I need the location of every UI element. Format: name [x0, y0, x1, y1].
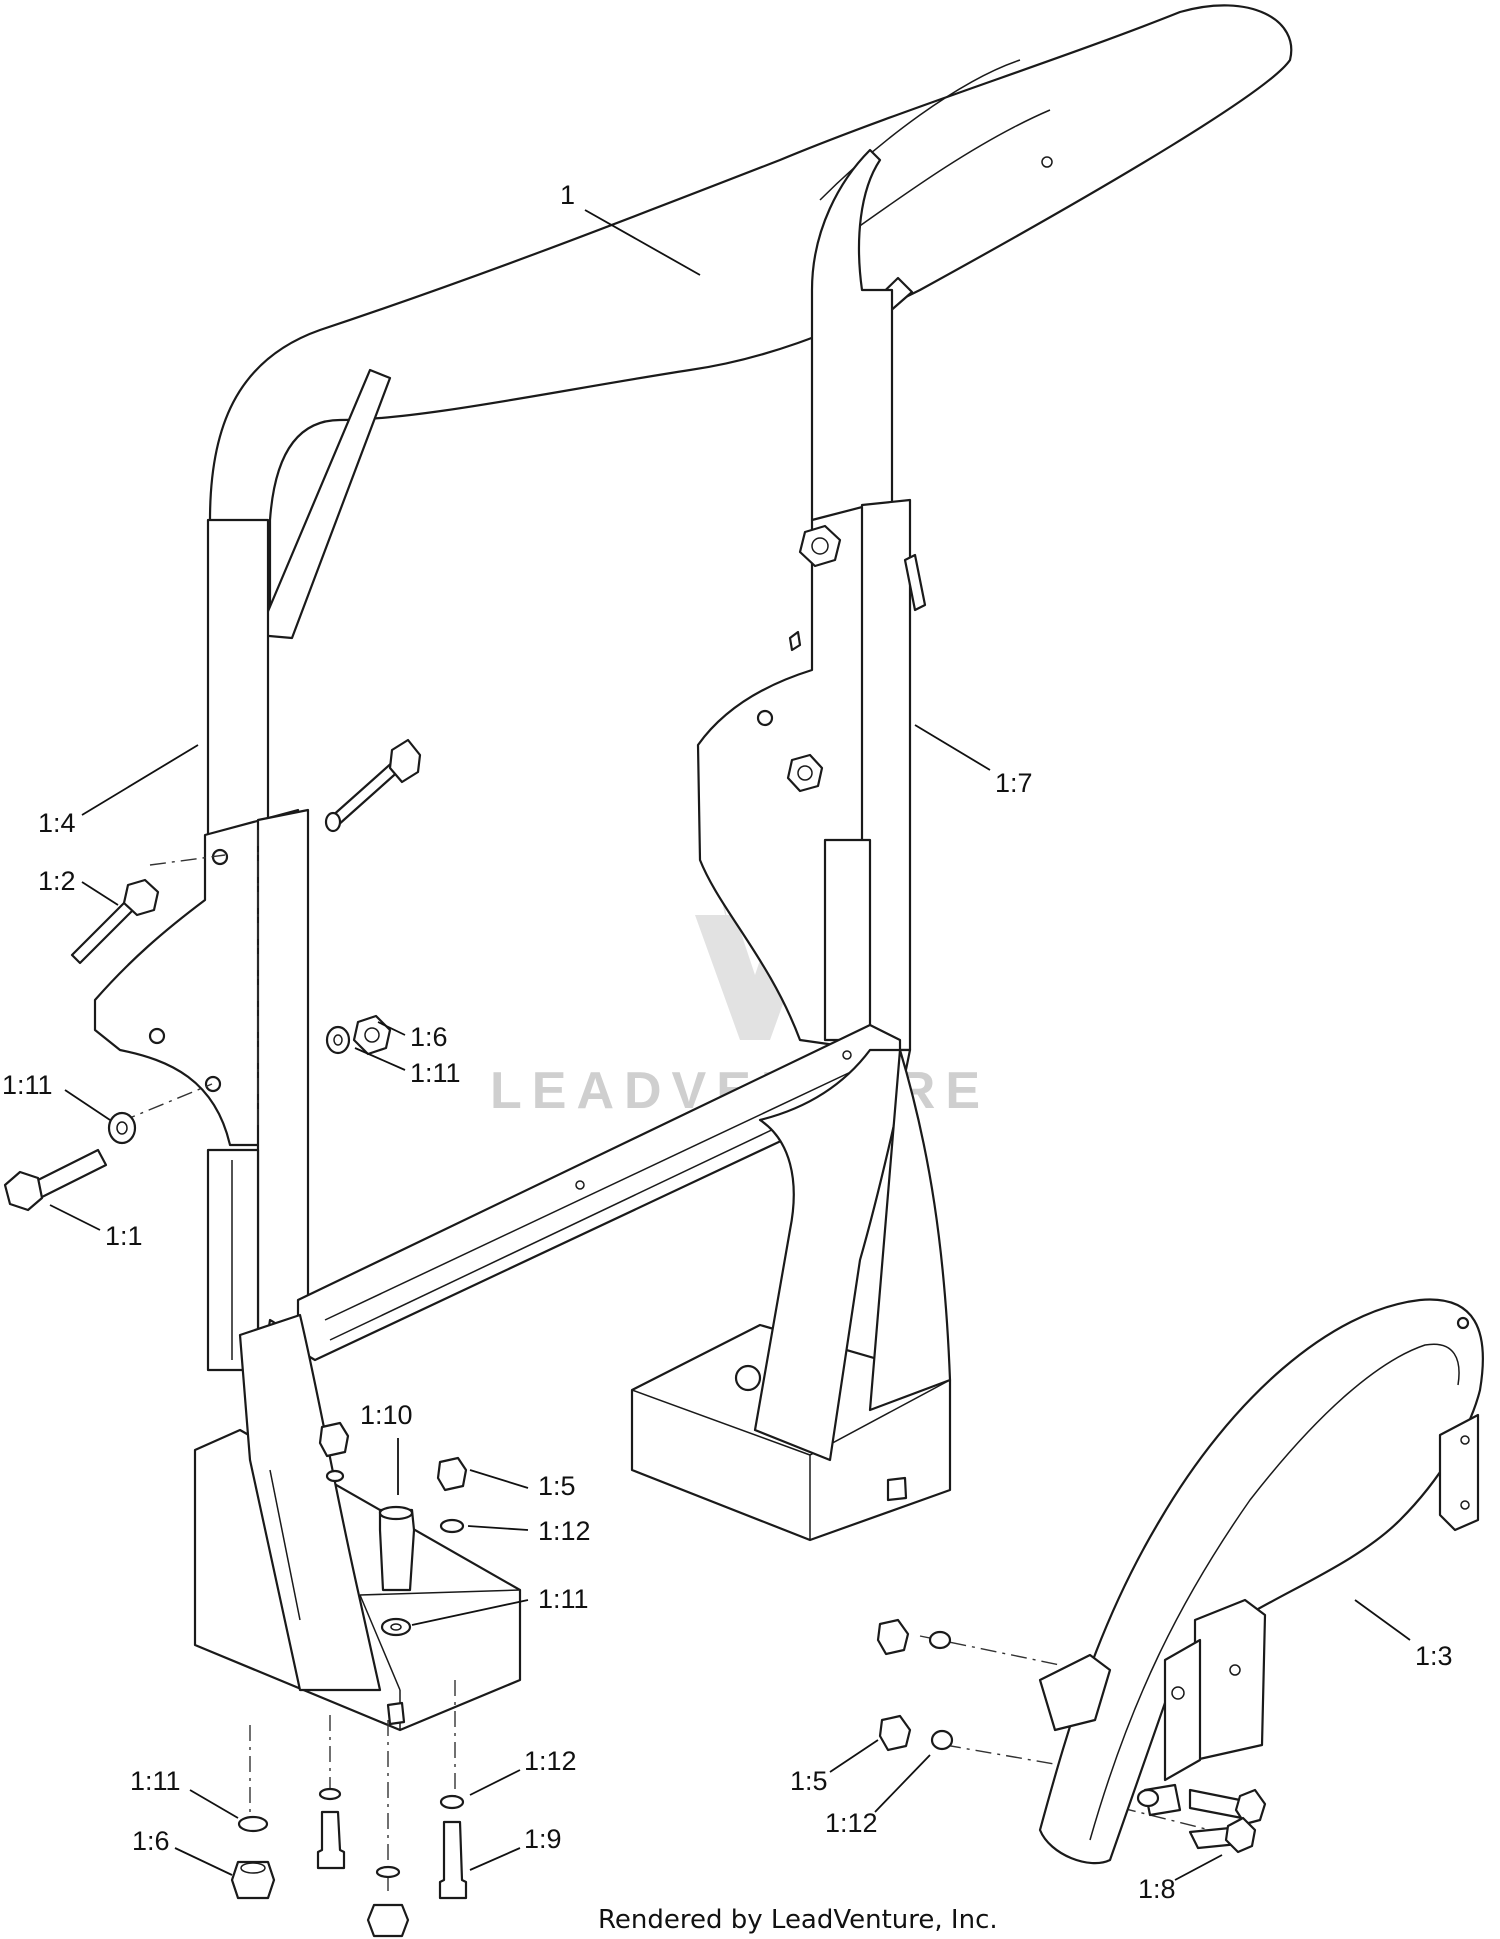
washer-1-12-upper — [928, 1630, 952, 1650]
bracket-hole-low — [204, 1075, 222, 1093]
callout-1-12-c: 1:12 — [524, 1746, 577, 1776]
callout-1-11-d: 1:11 — [130, 1766, 181, 1796]
bolt-1-9 — [438, 1820, 468, 1900]
bolt-1-10 — [378, 1508, 416, 1592]
right-handle-pin — [903, 553, 927, 612]
right-top-bolt — [798, 524, 842, 568]
right-foot-mount — [630, 1048, 952, 1542]
leader-lines — [49, 209, 1411, 1881]
hoop-tube — [1038, 1298, 1484, 1865]
right-rops-bracket — [696, 498, 927, 1052]
callout-1-7: 1:7 — [995, 768, 1033, 798]
washer-1-11-upper — [325, 1025, 351, 1055]
left-fasteners — [3, 738, 422, 1212]
washer-1-11-d — [237, 1815, 269, 1833]
bracket-hole-mid — [148, 1027, 166, 1045]
callout-1-3: 1:3 — [1415, 1641, 1453, 1671]
left-foot-mount — [193, 1313, 522, 1732]
nut-1-6 — [352, 1014, 392, 1056]
callout-1-11-a: 1:11 — [410, 1058, 461, 1088]
right-foot-gusset — [868, 1048, 952, 1412]
pin-nut — [122, 878, 160, 917]
callout-1-11-c: 1:11 — [538, 1584, 589, 1614]
foot-nut-a — [318, 1421, 350, 1458]
hoop-fasteners — [876, 1618, 1257, 1854]
callout-1-5-b: 1:5 — [790, 1766, 828, 1796]
hoop-hinge-plate-upper — [1438, 1413, 1480, 1532]
washer-1-8 — [1136, 1788, 1160, 1808]
nut-1-5-b — [878, 1714, 912, 1752]
fold-down-hoop — [1038, 1298, 1484, 1865]
nut-1-5-a — [436, 1456, 468, 1492]
washer-1-11-lower — [107, 1111, 137, 1145]
callout-1-11-b: 1:11 — [2, 1070, 53, 1100]
left-bracket-plate — [93, 808, 300, 1147]
callout-1-6-a: 1:6 — [410, 1022, 448, 1052]
rops-hoop — [206, 4, 1293, 862]
callout-1-9: 1:9 — [524, 1824, 562, 1854]
rops-left-upright — [206, 518, 270, 862]
washer-1-12-c — [439, 1794, 465, 1810]
washer-1-12-b — [930, 1729, 954, 1751]
nut-1-6-b — [230, 1860, 276, 1900]
left-upright-sleeve — [256, 808, 310, 1372]
nut-1-6-c — [366, 1903, 410, 1938]
right-foot-upright — [753, 1048, 912, 1462]
callout-1: 1 — [560, 180, 575, 210]
rops-top-bar — [208, 4, 1293, 632]
right-channel — [823, 838, 872, 1042]
callout-1-12-b: 1:12 — [825, 1808, 878, 1838]
callout-1-10: 1:10 — [360, 1400, 413, 1430]
hoop-hinge-plate-lower — [1193, 1598, 1267, 1762]
foot-bolt-small — [316, 1810, 346, 1870]
footer-credit: Rendered by LeadVenture, Inc. — [598, 1905, 998, 1935]
left-foot-fasteners — [230, 1421, 468, 1938]
callout-1-2: 1:2 — [38, 866, 76, 896]
callout-1-1: 1:1 — [105, 1221, 143, 1251]
callout-1-4: 1:4 — [38, 808, 76, 838]
washer-1-11-c — [380, 1617, 412, 1637]
callout-1-8: 1:8 — [1138, 1874, 1176, 1904]
right-mid-nut — [786, 753, 824, 793]
rops-left-gusset — [256, 368, 392, 640]
washer-1-12-a — [439, 1518, 465, 1534]
callout-1-5-a: 1:5 — [538, 1471, 576, 1501]
nut-1-5-upper — [876, 1618, 910, 1656]
callout-1-12-a: 1:12 — [538, 1516, 591, 1546]
hoop-latch — [1038, 1653, 1112, 1732]
callout-1-6-b: 1:6 — [132, 1826, 170, 1856]
rops-right-upright — [810, 148, 894, 522]
left-rops-bracket — [93, 808, 310, 1372]
callouts: 1 1:4 1:2 1:6 1:11 1:11 1:1 1:7 1:10 1:5… — [2, 180, 1453, 1904]
